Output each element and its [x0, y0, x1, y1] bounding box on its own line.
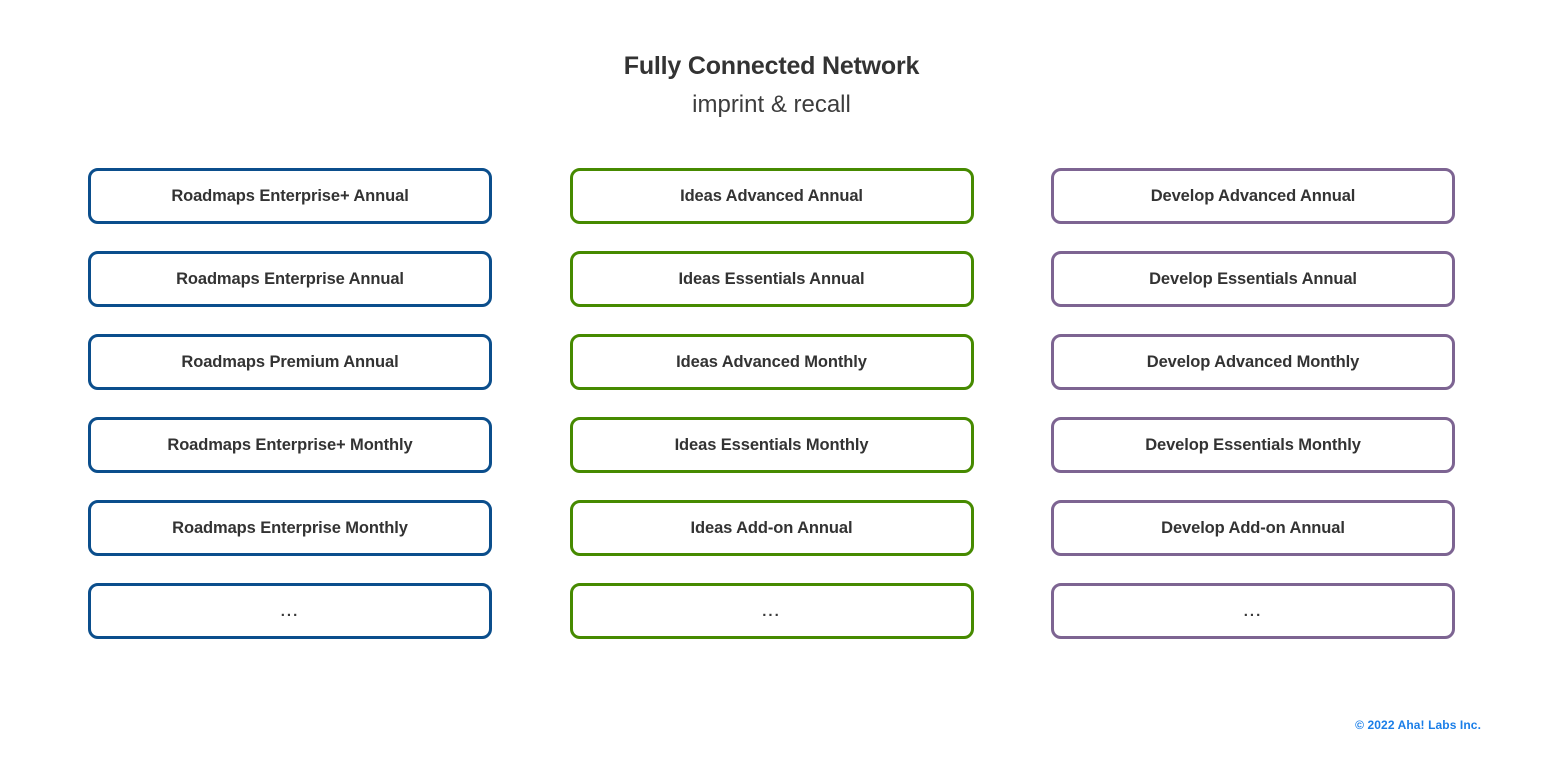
node-develop-2[interactable]: Develop Advanced Monthly — [1051, 334, 1455, 390]
node-roadmaps-2[interactable]: Roadmaps Premium Annual — [88, 334, 492, 390]
node-ideas-4[interactable]: Ideas Add-on Annual — [569, 500, 974, 556]
node-roadmaps-1[interactable]: Roadmaps Enterprise Annual — [88, 251, 492, 307]
copyright-footer: © 2022 Aha! Labs Inc. — [1355, 718, 1481, 732]
node-ideas-2[interactable]: Ideas Advanced Monthly — [569, 334, 974, 390]
node-label: Ideas Advanced Monthly — [676, 352, 867, 371]
ellipsis-icon: ... — [1243, 602, 1263, 620]
node-label: Develop Add-on Annual — [1161, 518, 1345, 537]
node-ideas-0[interactable]: Ideas Advanced Annual — [569, 168, 974, 224]
column-roadmaps: Roadmaps Enterprise+ Annual Roadmaps Ent… — [88, 168, 492, 639]
node-develop-4[interactable]: Develop Add-on Annual — [1051, 500, 1455, 556]
ellipsis-icon: ... — [280, 602, 300, 620]
node-roadmaps-more[interactable]: ... — [88, 583, 492, 639]
node-label: Develop Essentials Monthly — [1145, 435, 1361, 454]
node-label: Roadmaps Enterprise+ Monthly — [167, 435, 413, 454]
node-label: Develop Essentials Annual — [1149, 269, 1357, 288]
node-ideas-3[interactable]: Ideas Essentials Monthly — [569, 417, 974, 473]
node-develop-1[interactable]: Develop Essentials Annual — [1051, 251, 1455, 307]
node-develop-0[interactable]: Develop Advanced Annual — [1051, 168, 1455, 224]
node-label: Develop Advanced Annual — [1150, 186, 1356, 205]
node-label: Ideas Add-on Annual — [690, 518, 853, 537]
node-roadmaps-4[interactable]: Roadmaps Enterprise Monthly — [88, 500, 492, 556]
ellipsis-icon: ... — [762, 602, 781, 620]
node-label: Roadmaps Premium Annual — [181, 352, 399, 371]
page-subtitle: imprint & recall — [692, 90, 851, 118]
node-ideas-1[interactable]: Ideas Essentials Annual — [569, 251, 974, 307]
node-develop-3[interactable]: Develop Essentials Monthly — [1051, 417, 1455, 473]
column-develop: Develop Advanced Annual Develop Essentia… — [1051, 168, 1455, 639]
column-ideas: Ideas Advanced Annual Ideas Essentials A… — [569, 168, 974, 639]
node-label: Ideas Essentials Annual — [678, 269, 865, 288]
node-label: Develop Advanced Monthly — [1146, 352, 1360, 371]
node-label: Roadmaps Enterprise Annual — [176, 269, 404, 288]
node-label: Roadmaps Enterprise+ Annual — [171, 186, 409, 205]
page-title: Fully Connected Network — [623, 52, 920, 80]
node-develop-more[interactable]: ... — [1051, 583, 1455, 639]
node-ideas-more[interactable]: ... — [569, 583, 974, 639]
node-label: Ideas Essentials Monthly — [674, 435, 869, 454]
node-label: Roadmaps Enterprise Monthly — [172, 518, 408, 537]
diagram-header: Fully Connected Network imprint & recall — [0, 52, 1543, 120]
node-roadmaps-3[interactable]: Roadmaps Enterprise+ Monthly — [88, 417, 492, 473]
node-label: Ideas Advanced Annual — [680, 186, 863, 205]
node-columns: Roadmaps Enterprise+ Annual Roadmaps Ent… — [88, 168, 1455, 639]
node-roadmaps-0[interactable]: Roadmaps Enterprise+ Annual — [88, 168, 492, 224]
